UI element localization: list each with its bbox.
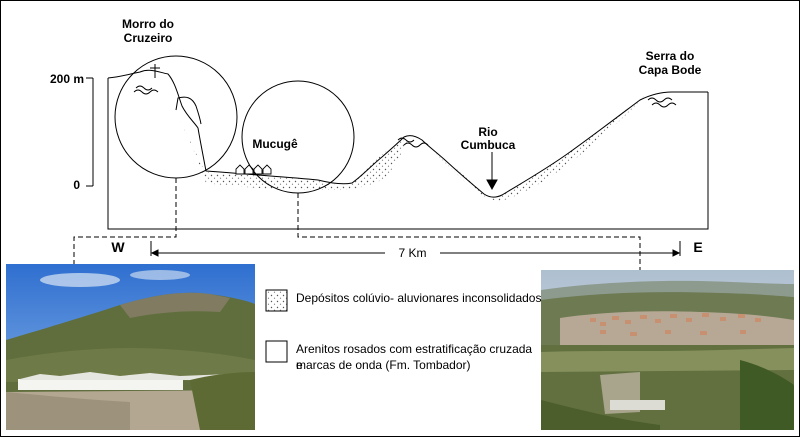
direction-east: E <box>693 239 703 255</box>
photo-mucuge <box>541 270 794 430</box>
scale-zero: 0 <box>73 178 80 192</box>
legend-swatch-sandstone <box>265 340 288 363</box>
cross-icon <box>150 64 160 78</box>
photo-morro <box>6 264 255 430</box>
horizontal-scale-bar <box>150 241 681 257</box>
distance-label: 7 Km <box>398 246 427 260</box>
legend-text-deposits: Depósitos colúvio- aluvionares inconsoli… <box>296 291 542 305</box>
valley-deposit <box>425 95 645 201</box>
legend-text-sandstone-line1: Arenitos rosados com estratificação cruz… <box>296 342 533 372</box>
colluvial-deposit <box>176 112 408 190</box>
label-serra-line1: Serra do <box>645 49 695 63</box>
label-serra-line2: Capa Bode <box>638 63 702 77</box>
ripple-marks <box>133 85 677 148</box>
morro-ravine <box>175 96 202 125</box>
label-rio-line1: Rio <box>478 125 498 139</box>
scale-200m: 200 m <box>49 72 84 86</box>
vertical-scale-bar <box>86 77 94 187</box>
label-mucuge: Mucugê <box>252 137 298 151</box>
rio-arrow <box>486 152 498 191</box>
direction-west: W <box>111 239 125 255</box>
label-morro-line2: Cruzeiro <box>123 31 173 45</box>
morro-zoom-circle <box>114 55 238 179</box>
section-box <box>107 78 709 230</box>
terrain-profile <box>107 69 708 198</box>
legend-swatch-deposits <box>265 289 288 312</box>
houses-icon <box>235 164 272 175</box>
label-rio-line2: Cumbuca <box>460 138 516 152</box>
legend-text-sandstone-line2: marcas de onda (Fm. Tombador) <box>296 358 471 372</box>
label-morro-line1: Morro do <box>122 17 174 31</box>
